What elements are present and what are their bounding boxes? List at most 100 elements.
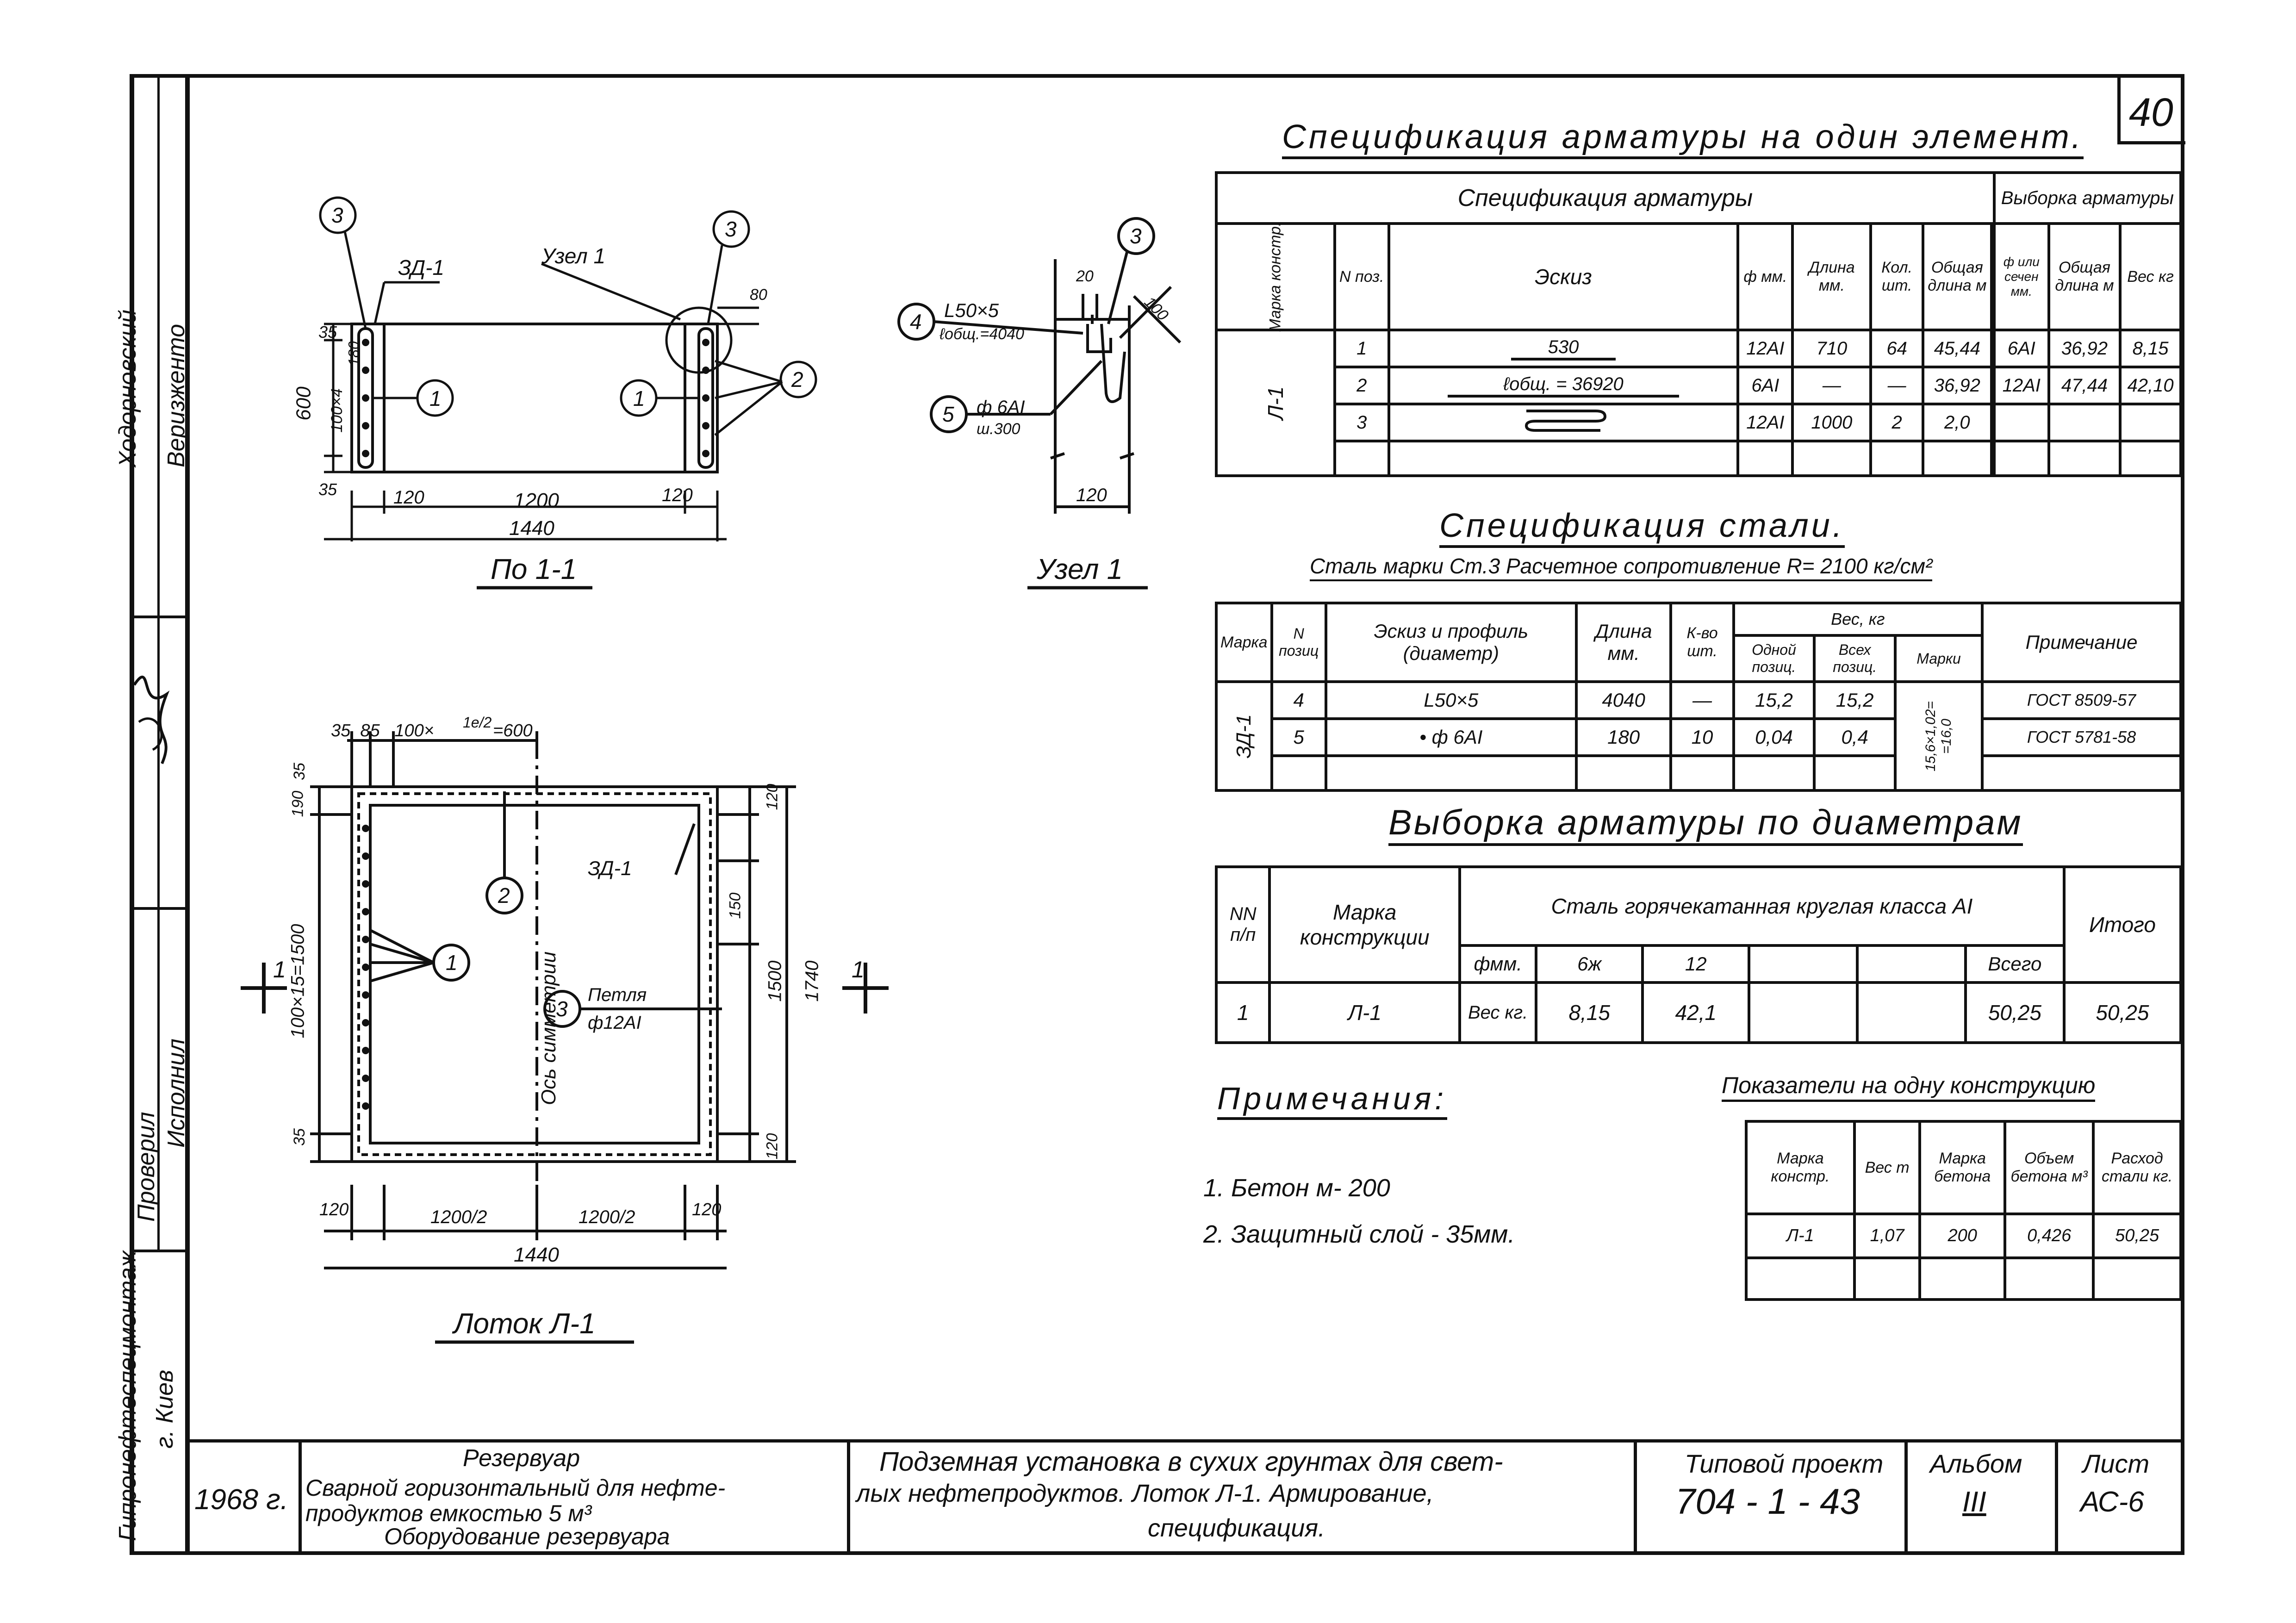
title-block — [187, 1439, 2182, 1555]
spec-rebar-r1-sw: 8,15 — [2119, 329, 2182, 368]
spec-rebar-h-phi: ф мм. — [1736, 222, 1794, 331]
section-dim-35b: 35 — [318, 480, 337, 499]
title-sheet-desc-2: лых нефтепродуктов. Лоток Л-1. Армирован… — [856, 1480, 1434, 1507]
section-callout-3b: 3 — [725, 217, 737, 241]
spec-rebar-r2-sketch: ℓобщ. = 36920 — [1387, 366, 1740, 405]
section-callout-3: 3 — [331, 203, 343, 227]
selection-table: NN п/п Марка конструкции Сталь горячекат… — [1214, 865, 2183, 1044]
selection-r-num: 1 — [1214, 981, 1271, 1044]
indicators-mark: Л-1 — [1745, 1213, 1856, 1259]
spec-steel-r2-qty: 10 — [1669, 717, 1735, 757]
title-sheet-desc-1: Подземная установка в сухих грунтах для … — [879, 1447, 1503, 1477]
node-callout-4: 4 — [910, 310, 922, 334]
section-label-zd: ЗД-1 — [398, 255, 444, 280]
spec-rebar-r1-phi: 12AI — [1736, 329, 1794, 368]
spec-steel-h-weight: Вес, кг — [1732, 602, 1984, 637]
spec-rebar-title: Спецификация арматуры на один элемент. — [1282, 120, 2084, 159]
indicators-title: Показатели на одну конструкцию — [1722, 1074, 2096, 1102]
title-year: 1968 г. — [194, 1484, 288, 1516]
plan-view-title: Лоток Л-1 — [454, 1308, 596, 1340]
title-project-number: 704 - 1 - 43 — [1675, 1481, 1860, 1522]
node-dim-120: 120 — [1076, 485, 1107, 505]
plan-dim-150: 150 — [726, 892, 744, 919]
title-album-number: III — [1962, 1486, 1986, 1518]
node-view-title: Узел 1 — [1037, 553, 1123, 585]
indicators-table: Марка констр. Вес т Марка бетона Объем б… — [1745, 1120, 2182, 1301]
selection-r-v2: 42,1 — [1641, 981, 1751, 1044]
notes-item-2: 2. Защитный слой - 35мм. — [1203, 1220, 1515, 1248]
selection-h-all: Всего — [1964, 944, 2066, 984]
title-album-label: Альбом — [1930, 1449, 2022, 1478]
node-bar-step: ш.300 — [977, 420, 1020, 438]
section-dim-1440: 1440 — [509, 517, 554, 540]
plan-dim-1500: 1500 — [765, 960, 785, 1002]
spec-steel-subtitle: Сталь марки Ст.3 Расчетное сопротивление… — [1310, 555, 1933, 581]
section-label-uzel: Узел 1 — [541, 244, 606, 268]
plan-callout-2: 2 — [498, 883, 510, 908]
spec-steel-r2-note: ГОСТ 5781-58 — [1981, 717, 2182, 757]
plan-cut-left: 1 — [273, 957, 286, 983]
spec-steel-r2-len: 180 — [1574, 717, 1673, 757]
spec-rebar-r3-phi: 12AI — [1736, 403, 1794, 442]
spec-steel-r2-all: 0,4 — [1813, 717, 1897, 757]
spec-rebar-r3-sw — [2119, 403, 2182, 442]
spec-rebar-r3-total: 2,0 — [1921, 403, 1993, 442]
notes-item-1: 1. Бетон м- 200 — [1203, 1174, 1390, 1202]
selection-h-d1: 6ж — [1535, 944, 1644, 984]
spec-steel-h-pos: N позиц — [1270, 602, 1327, 683]
plan-dim-35b: 35 — [290, 1128, 308, 1146]
selection-h-mark: Марка конструкции — [1268, 865, 1462, 984]
indicators-volume: 0,426 — [2004, 1213, 2095, 1259]
section-dim-120a: 120 — [393, 487, 424, 508]
selection-h-phi: фмм. — [1458, 944, 1538, 984]
spec-steel-r1-pos: 4 — [1270, 680, 1327, 720]
spec-rebar-mark: Л-1 — [1215, 329, 1336, 477]
indicators-weight: 1,07 — [1853, 1213, 1922, 1259]
node-dim-20: 20 — [1076, 267, 1094, 285]
selection-r-mark: Л-1 — [1268, 981, 1462, 1044]
spec-rebar-r3-sphi — [1992, 403, 2050, 442]
spec-steel-h-note: Примечание — [1981, 602, 2182, 683]
spec-rebar-r1-sketch: 530 — [1387, 329, 1740, 368]
title-object-desc-3: Оборудование резервуара — [384, 1524, 670, 1549]
plan-callout-3: 3 — [556, 997, 568, 1021]
spec-rebar-r3-pos: 3 — [1333, 403, 1390, 442]
plan-dim-35: 35 — [290, 763, 308, 780]
spec-rebar-h-pos: N поз. — [1333, 222, 1390, 331]
title-sheet-number: АС-6 — [2080, 1486, 2144, 1518]
spec-rebar-r1-qty: 64 — [1869, 329, 1924, 368]
spec-steel-h-profile: Эскиз и профиль (диаметр) — [1324, 602, 1578, 683]
plan-top-dims: 35 85 100× — [331, 721, 434, 740]
section-callout-1b: 1 — [633, 386, 645, 410]
spec-rebar-r3-len: 1000 — [1791, 403, 1873, 442]
plan-axis-label: Ось симметрии — [537, 951, 560, 1105]
spec-steel-r1-profile: L50×5 — [1324, 680, 1578, 720]
spec-rebar-h-mark: Марка констр. — [1215, 222, 1336, 332]
plan-dim-120top: 120 — [763, 784, 781, 810]
selection-h-steel: Сталь горячекатанная круглая класса AI — [1458, 865, 2066, 947]
spec-steel-r1-qty: — — [1669, 680, 1735, 720]
plan-dim-120a: 120 — [319, 1200, 349, 1219]
spec-rebar-h-total: Общая длина м — [1921, 222, 1993, 331]
plan-cut-right: 1 — [852, 957, 865, 983]
notes-title: Примечания: — [1217, 1083, 1447, 1120]
indicators-steel: 50,25 — [2092, 1213, 2182, 1259]
spec-rebar-r1-pos: 1 — [1333, 329, 1390, 368]
plan-dim-190: 190 — [289, 790, 307, 817]
spec-rebar-r2-slen: 47,44 — [2047, 366, 2122, 405]
node-angle-length: ℓобщ.=4040 — [940, 325, 1024, 343]
plan-label-zd: ЗД-1 — [588, 857, 632, 880]
spec-rebar-r3-qty: 2 — [1869, 403, 1924, 442]
selection-title: Выборка арматуры по диаметрам — [1388, 805, 2023, 846]
section-callout-1: 1 — [429, 386, 442, 410]
plan-dim-1740: 1740 — [802, 960, 822, 1002]
node-callout-3: 3 — [1130, 224, 1142, 248]
spec-rebar-r2-sw: 42,10 — [2119, 366, 2182, 405]
plan-loop-bar: ф12AI — [588, 1013, 641, 1033]
indicators-h-concrete: Марка бетона — [1918, 1120, 2007, 1215]
spec-rebar-r1-slen: 36,92 — [2047, 329, 2122, 368]
spec-steel-mark-weight: 15,6×1,02= =16,0 — [1894, 680, 1984, 792]
